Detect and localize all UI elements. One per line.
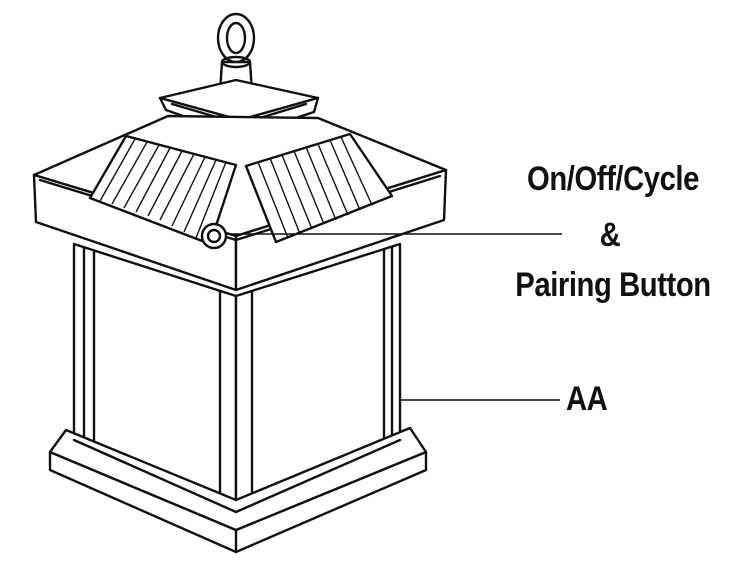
solar-panel-right (244, 132, 394, 244)
callout-leaders (226, 233, 562, 401)
callout-button-line-1: On/Off/Cycle (527, 160, 699, 198)
lantern-base (48, 426, 428, 554)
callout-button-line-3: Pairing Button (515, 266, 711, 304)
power-button (200, 222, 228, 250)
solar-panel-left (88, 134, 238, 246)
callout-battery-label: AA (566, 380, 608, 418)
callout-button-line-2: & (599, 216, 621, 254)
